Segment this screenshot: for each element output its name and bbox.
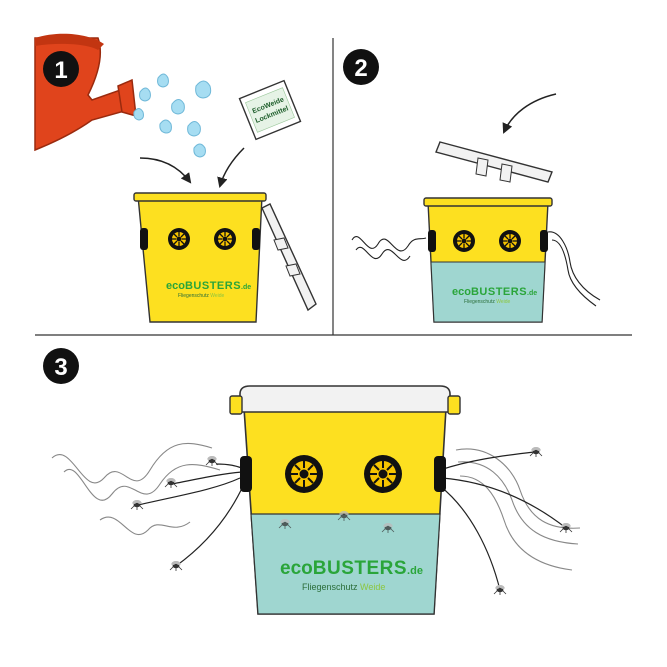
- step-1-badge: 1: [43, 51, 79, 87]
- svg-text:ecoBUSTERS.de: ecoBUSTERS.de: [452, 286, 537, 298]
- svg-text:ecoBUSTERS.de: ecoBUSTERS.de: [166, 280, 251, 292]
- lid-icon: [261, 203, 317, 312]
- step-2-panel: 2 ecoBUSTERS.de Fliegenschut: [343, 49, 601, 323]
- svg-text:Fliegenschutz Weide: Fliegenschutz Weide: [302, 582, 385, 592]
- trap-bucket-icon: ecoBUSTERS.de Fliegenschutz Weide: [133, 192, 267, 323]
- step-3-panel: 3: [43, 348, 581, 615]
- trap-bucket-icon: ecoBUSTERS.de Fliegenschutz Weide: [423, 197, 553, 323]
- svg-text:Fliegenschutz Weide: Fliegenschutz Weide: [178, 293, 225, 299]
- lid-icon: [435, 141, 553, 183]
- arrow-icon: [502, 93, 557, 134]
- svg-text:2: 2: [354, 55, 367, 82]
- bait-packet-icon: EcoWeide Lockmittel: [238, 79, 302, 141]
- step-3-badge: 3: [43, 348, 79, 384]
- arrow-icon: [139, 147, 245, 189]
- panel-dividers: [35, 38, 632, 336]
- odor-wave-icon: [51, 442, 581, 571]
- svg-text:ecoBUSTERS.de: ecoBUSTERS.de: [280, 558, 423, 579]
- odor-wave-icon: [351, 231, 601, 307]
- water-droplet-icon: [133, 73, 212, 158]
- watering-can-icon: [34, 33, 137, 152]
- step-2-badge: 2: [343, 49, 379, 85]
- svg-text:Fliegenschutz Weide: Fliegenschutz Weide: [464, 299, 511, 305]
- svg-text:3: 3: [54, 354, 67, 381]
- step-1-panel: 1 EcoWeide Lockmittel: [34, 33, 317, 323]
- trap-bucket-icon: ecoBUSTERS.de Fliegenschutz Weide: [229, 385, 461, 615]
- svg-text:1: 1: [54, 57, 67, 84]
